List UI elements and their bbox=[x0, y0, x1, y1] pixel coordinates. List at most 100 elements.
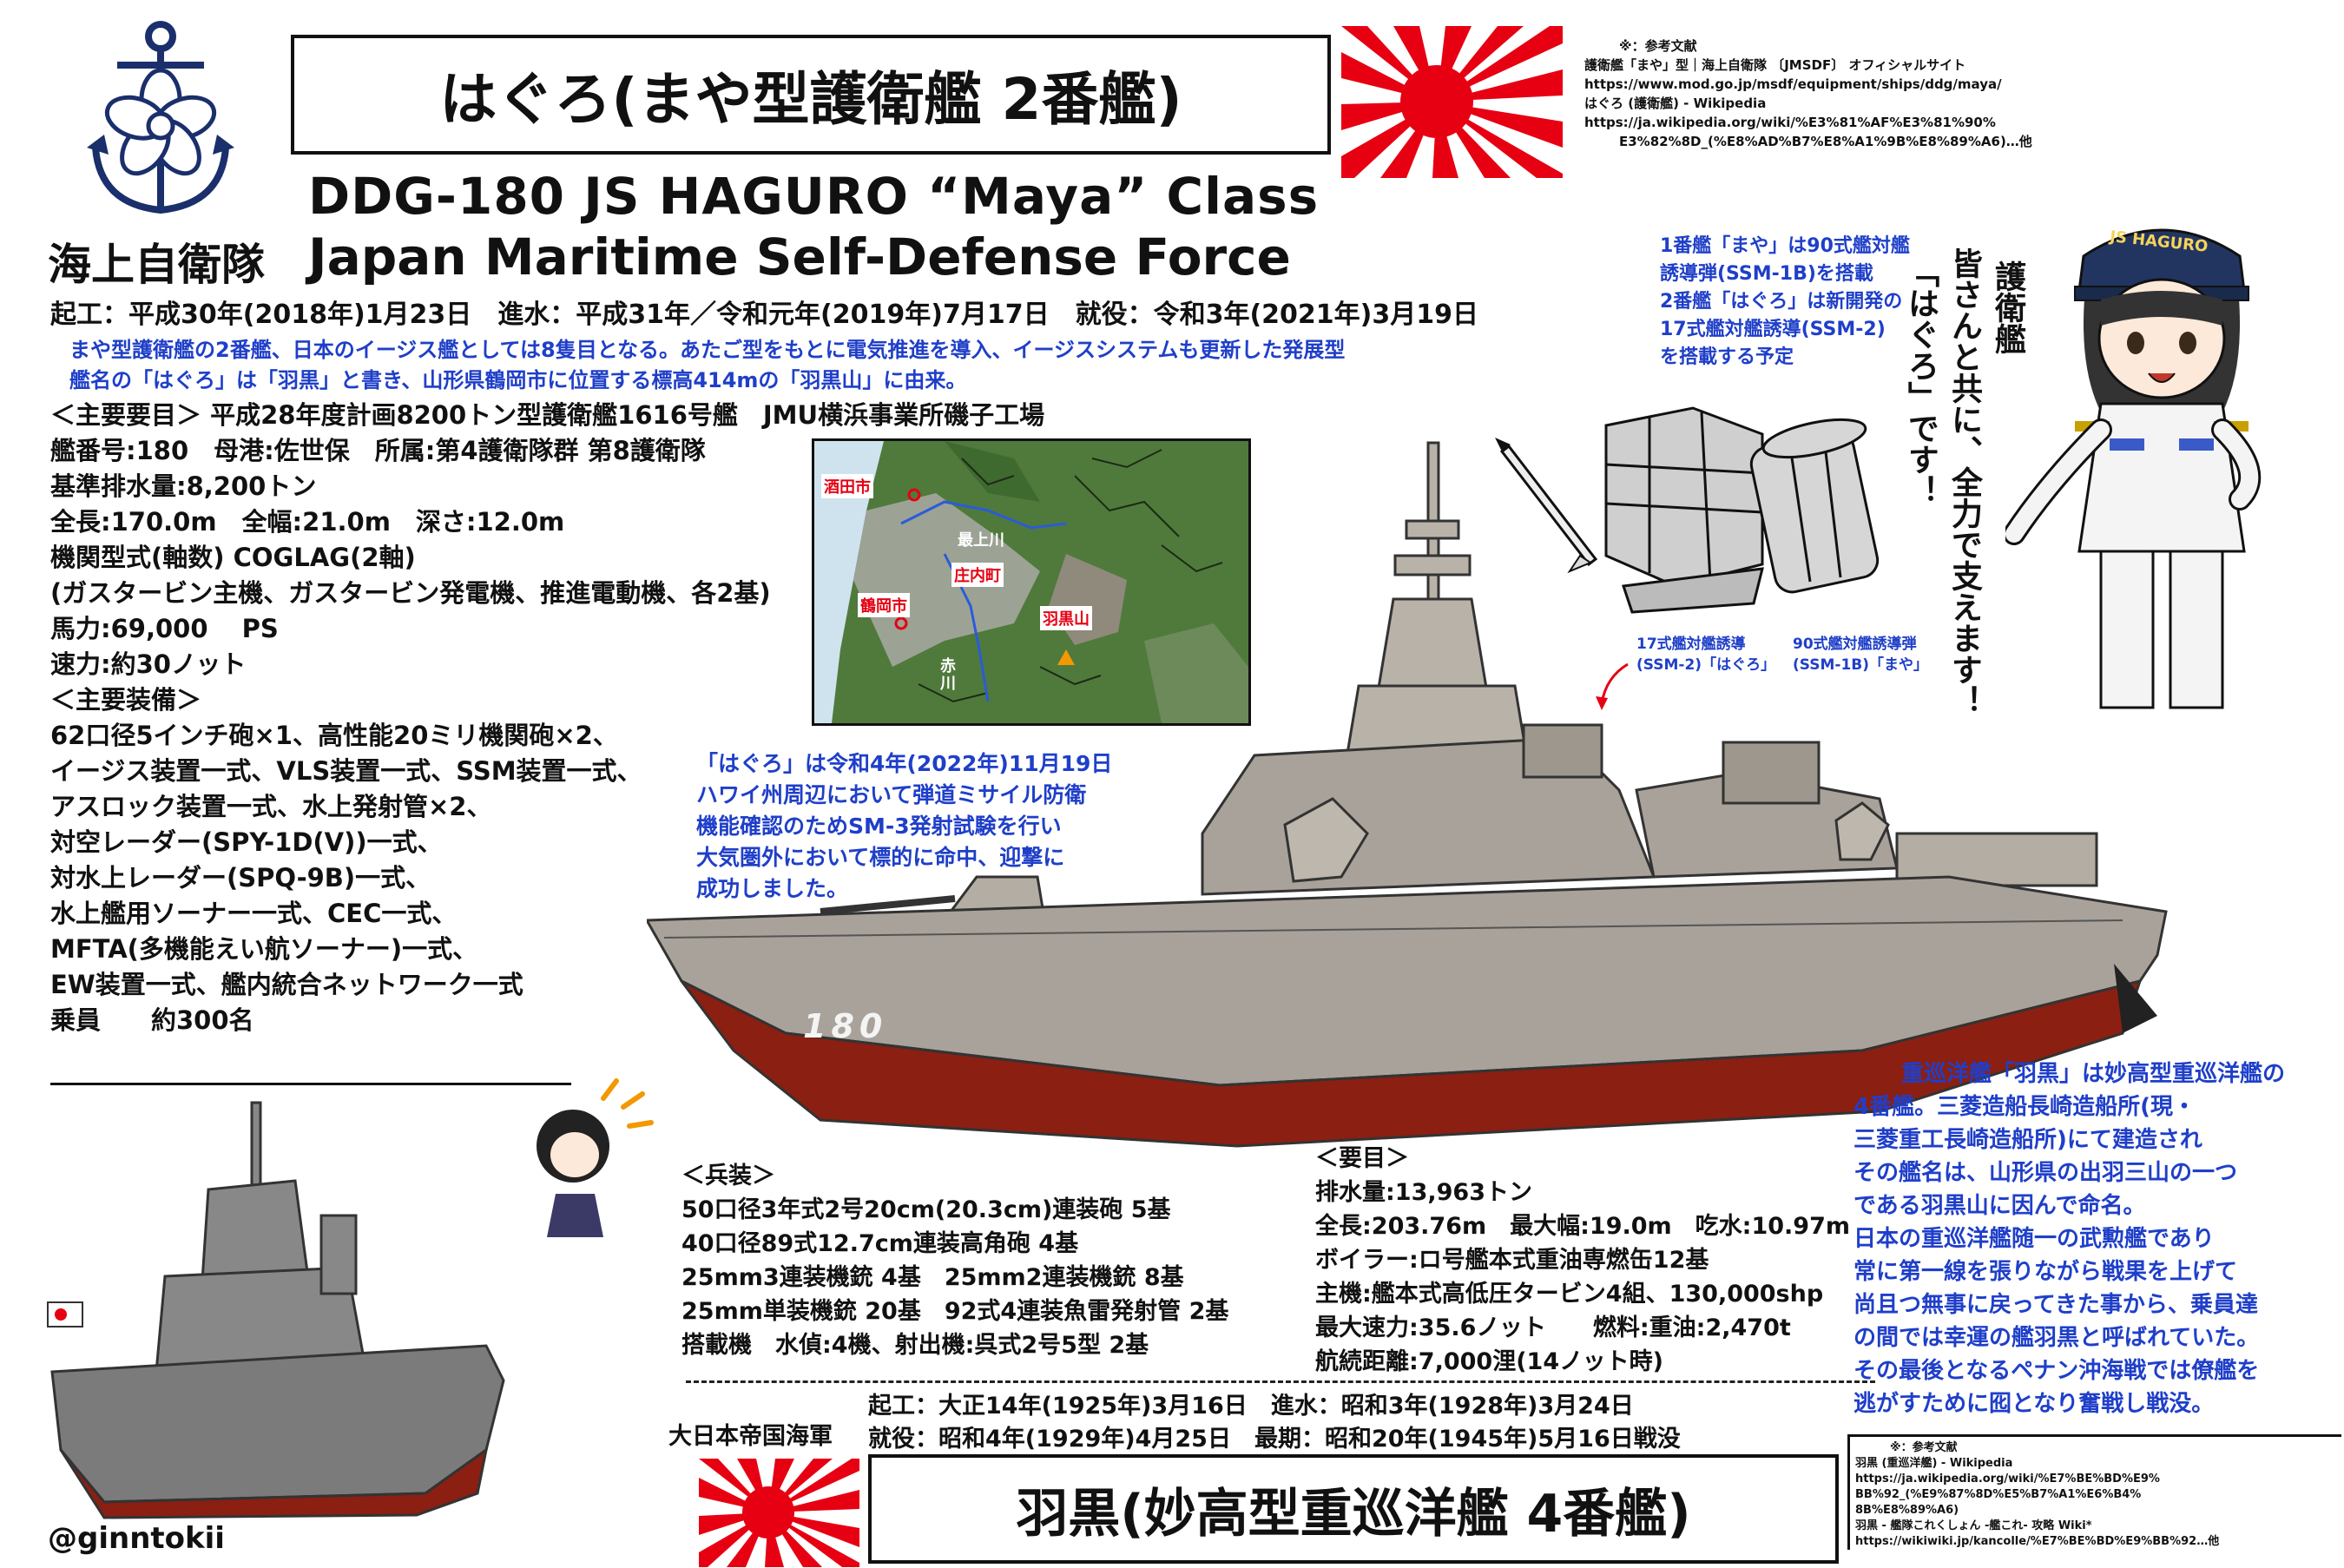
reference-url: E3%82%8D_(%E8%AD%B7%E8%A1%9B%E8%89%A6)…他 bbox=[1619, 134, 2032, 149]
launcher-label-right: 90式艦対艦誘導弾 (SSM-1B)「まや」 bbox=[1793, 634, 1928, 675]
english-title-2: Japan Maritime Self-Defense Force bbox=[308, 227, 1291, 287]
spec-line: 基準排水量:8,200トン bbox=[50, 471, 317, 501]
rising-sun-flag-bottom-icon bbox=[699, 1459, 859, 1567]
sm3-note-line: ハワイ州周辺において弾道ミサイル防衛 bbox=[696, 782, 1087, 807]
map-label-sakata: 酒田市 bbox=[821, 474, 873, 498]
history-line: 尚且つ無事に戻ってきた事から、乗員達 bbox=[1853, 1292, 2258, 1318]
dashed-divider bbox=[686, 1380, 1875, 1383]
divider-line bbox=[50, 1083, 571, 1085]
missile-note-line: 2番艦「はぐろ」は新開発の bbox=[1660, 291, 1903, 313]
spec-line: 馬力:69,000 PS bbox=[50, 614, 279, 643]
armament-line: 搭載機 水偵:4機、射出機:呉式2号5型 2基 bbox=[681, 1332, 1149, 1359]
missile-note: 1番艦「まや」は90式艦対艦 誘導弾(SSM-1B)を搭載 2番艦「はぐろ」は新… bbox=[1660, 233, 1910, 372]
armament-heading: ＜兵装＞ bbox=[681, 1163, 775, 1189]
old-spec-line: 排水量:13,963トン bbox=[1315, 1179, 1532, 1206]
sm3-note-line: 「はぐろ」は令和4年(2022年)11月19日 bbox=[696, 751, 1113, 776]
spec-line: 機関型式(軸数) COGLAG(2軸) bbox=[50, 543, 416, 572]
launcher-ssm1b-icon bbox=[1749, 418, 1880, 594]
references-bottom-heading: ※：参考文献 bbox=[1890, 1441, 1958, 1454]
equip-line: 乗員 約300名 bbox=[50, 1005, 254, 1035]
history-line: 4番艦。三菱造船長崎造船所(現・ bbox=[1853, 1094, 2196, 1120]
reference-line: 護衛艦「まや」型｜海上自衛隊 〔JMSDF〕 オフィシャルサイト bbox=[1584, 57, 1966, 73]
sm3-note-line: 機能確認のためSM-3発射試験を行い bbox=[696, 814, 1062, 839]
history-line: その最後となるペナン沖海戦では僚艦を bbox=[1853, 1358, 2260, 1384]
spec-line: 全長:170.0m 全幅:21.0m 深さ:12.0m bbox=[50, 507, 565, 537]
jmsdf-emblem-icon bbox=[87, 21, 234, 214]
equip-line: 対水上レーダー(SPQ-9B)一式、 bbox=[50, 863, 431, 893]
references-top-heading: ※：参考文献 bbox=[1619, 38, 1697, 54]
launcher-label-line: (SSM-2)「はぐろ」 bbox=[1636, 656, 1776, 674]
equip-line: 水上艦用ソーナー一式、CEC一式、 bbox=[50, 899, 458, 928]
equip-line: アスロック装置一式、水上発射管×2、 bbox=[50, 792, 492, 821]
missile-note-line: 17式艦対艦誘導(SSM-2) bbox=[1660, 319, 1886, 340]
ijn-label: 大日本帝国海軍 bbox=[668, 1423, 833, 1450]
old-spec-line: 全長:203.76m 最大幅:19.0m 吃水:10.97m bbox=[1315, 1213, 1851, 1240]
equip-line: MFTA(多機能えい航ソーナー)一式、 bbox=[50, 934, 478, 964]
history-line: 日本の重巡洋艦随一の武勲艦であり bbox=[1853, 1226, 2215, 1252]
spec-line: 艦番号:180 母港:佐世保 所属:第4護衛隊群 第8護衛隊 bbox=[50, 436, 706, 465]
history-line: 常に第一線を張りながら戦果を上げて bbox=[1853, 1259, 2238, 1285]
equip-line: イージス装置一式、VLS装置一式、SSM装置一式、 bbox=[50, 756, 642, 786]
launcher-ssm2-icon bbox=[1604, 406, 1764, 614]
missile-note-line: を搭載する予定 bbox=[1660, 346, 1794, 368]
equip-line: 対空レーダー(SPY-1D(V))一式、 bbox=[50, 827, 443, 857]
old-ship-specs: ＜要目＞ 排水量:13,963トン 全長:203.76m 最大幅:19.0m 吃… bbox=[1315, 1142, 1850, 1379]
old-spec-line: 最大速力:35.6ノット 燃料:重油:2,470t bbox=[1315, 1314, 1791, 1341]
character-haguro-illustration bbox=[2005, 228, 2262, 709]
old-ship-dates-1: 起工：大正14年(1925年)3月16日 進水：昭和3年(1928年)3月24日 bbox=[868, 1393, 1634, 1420]
credit-handle: @ginntokii bbox=[48, 1521, 225, 1556]
sm3-note-line: 大気圏外において標的に命中、迎撃に bbox=[696, 845, 1065, 870]
history-line: 逃がすために囮となり奮戦し戦没。 bbox=[1853, 1391, 2215, 1417]
spec-line: 速力:約30ノット bbox=[50, 649, 247, 679]
old-specs-heading: ＜要目＞ bbox=[1315, 1145, 1409, 1172]
launcher-label-line: 90式艦対艦誘導弾 bbox=[1793, 636, 1917, 653]
dates-line: 起工：平成30年(2018年)1月23日 進水：平成31年／令和元年(2019年… bbox=[50, 300, 1478, 330]
intro-line-1: まや型護衛艦の2番艦、日本のイージス艦としては8隻目となる。あたご型をもとに電気… bbox=[69, 338, 1346, 362]
old-ship-history: 重巡洋艦「羽黒」は妙高型重巡洋艦の 4番艦。三菱造船長崎造船所(現・ 三菱重工長… bbox=[1853, 1057, 2285, 1420]
equip-line: 62口径5インチ砲×1、高性能20ミリ機関砲×2、 bbox=[50, 721, 618, 750]
top-title-text: はぐろ(まや型護衛艦 2番艦) bbox=[439, 66, 1182, 133]
history-line: 三菱重工長崎造船所)にて建造され bbox=[1853, 1127, 2202, 1153]
pointer-arrow-icon bbox=[1596, 662, 1629, 710]
reference-url: https://www.mod.go.jp/msdf/equipment/shi… bbox=[1584, 76, 2002, 92]
missile-note-line: 1番艦「まや」は90式艦対艦 bbox=[1660, 235, 1910, 257]
launcher-label-line: (SSM-1B)「まや」 bbox=[1793, 656, 1929, 674]
equip-heading: ＜主要装備＞ bbox=[50, 685, 202, 715]
launcher-label-left: 17式艦対艦誘導 (SSM-2)「はぐろ」 bbox=[1636, 634, 1775, 675]
map-label-akagawa: 赤川 bbox=[940, 657, 956, 693]
sm3-note: 「はぐろ」は令和4年(2022年)11月19日 ハワイ州周辺において弾道ミサイル… bbox=[696, 748, 1112, 905]
armament-line: 25mm単装機銃 20基 92式4連装魚雷発射管 2基 bbox=[681, 1298, 1229, 1325]
english-title-1: DDG-180 JS HAGURO “Maya” Class bbox=[308, 167, 1320, 226]
org-jp-label: 海上自衛隊 bbox=[48, 240, 265, 290]
references-bottom: ※：参考文献 羽黒 (重巡洋艦) - Wikipedia https://ja.… bbox=[1847, 1434, 2341, 1550]
reference-url: 8B%E8%89%A6) bbox=[1855, 1504, 1959, 1517]
sm3-note-line: 成功しました。 bbox=[696, 876, 849, 901]
map-label-tsuruoka: 鶴岡市 bbox=[858, 593, 910, 617]
reference-url: BB%92_(%E9%87%8D%E5%B7%A1%E6%B4% bbox=[1855, 1488, 2142, 1501]
naval-ensign-icon bbox=[47, 1301, 83, 1328]
armament-line: 50口径3年式2号20cm(20.3cm)連装砲 5基 bbox=[681, 1196, 1171, 1223]
spec-line: (ガスタービン主機、ガスタービン発電機、推進電動機、各2基) bbox=[50, 578, 771, 608]
missile-icon bbox=[1495, 438, 1598, 574]
map-label-mogami: 最上川 bbox=[958, 531, 1004, 550]
launcher-label-line: 17式艦対艦誘導 bbox=[1636, 636, 1746, 653]
speech-line-1: 護衛艦 bbox=[1990, 260, 2025, 354]
history-line: その艦名は、山形県の出羽三山の一つ bbox=[1853, 1160, 2238, 1186]
reference-line: はぐろ (護衛艦) - Wikipedia bbox=[1584, 96, 1767, 111]
history-line: である羽黒山に因んで命名。 bbox=[1853, 1193, 2146, 1219]
top-title: はぐろ(まや型護衛艦 2番艦) bbox=[291, 35, 1331, 155]
old-ship-armament: ＜兵装＞ 50口径3年式2号20cm(20.3cm)連装砲 5基 40口径89式… bbox=[681, 1159, 1228, 1362]
reference-line: 羽黒 - 艦隊これくしょん -艦これ- 攻略 Wiki* bbox=[1855, 1519, 2092, 1532]
chibi-character-illustration bbox=[537, 1078, 654, 1237]
armament-line: 25mm3連装機銃 4基 25mm2連装機銃 8基 bbox=[681, 1264, 1184, 1291]
reference-line: 羽黒 (重巡洋艦) - Wikipedia bbox=[1855, 1457, 2013, 1470]
destroyer-haguro-illustration bbox=[647, 441, 2168, 1148]
history-line: の間では幸運の艦羽黒と呼ばれていた。 bbox=[1853, 1325, 2260, 1351]
missile-launchers-illustration bbox=[1495, 406, 1880, 614]
reference-url: https://ja.wikipedia.org/wiki/%E3%81%AF%… bbox=[1584, 115, 1996, 130]
reference-url: https://ja.wikipedia.org/wiki/%E7%BE%BD%… bbox=[1855, 1472, 2160, 1486]
equip-line: EW装置一式、艦内統合ネットワーク一式 bbox=[50, 970, 523, 999]
specs-heading: ＜主要要目＞ 平成28年度計画8200トン型護衛艦1616号艦 JMU横浜事業所… bbox=[50, 400, 1045, 430]
map-panel: 酒田市 最上川 庄内町 鶴岡市 赤川 羽黒山 bbox=[812, 438, 1251, 726]
bottom-title: 羽黒(妙高型重巡洋艦 4番艦) bbox=[868, 1454, 1839, 1564]
